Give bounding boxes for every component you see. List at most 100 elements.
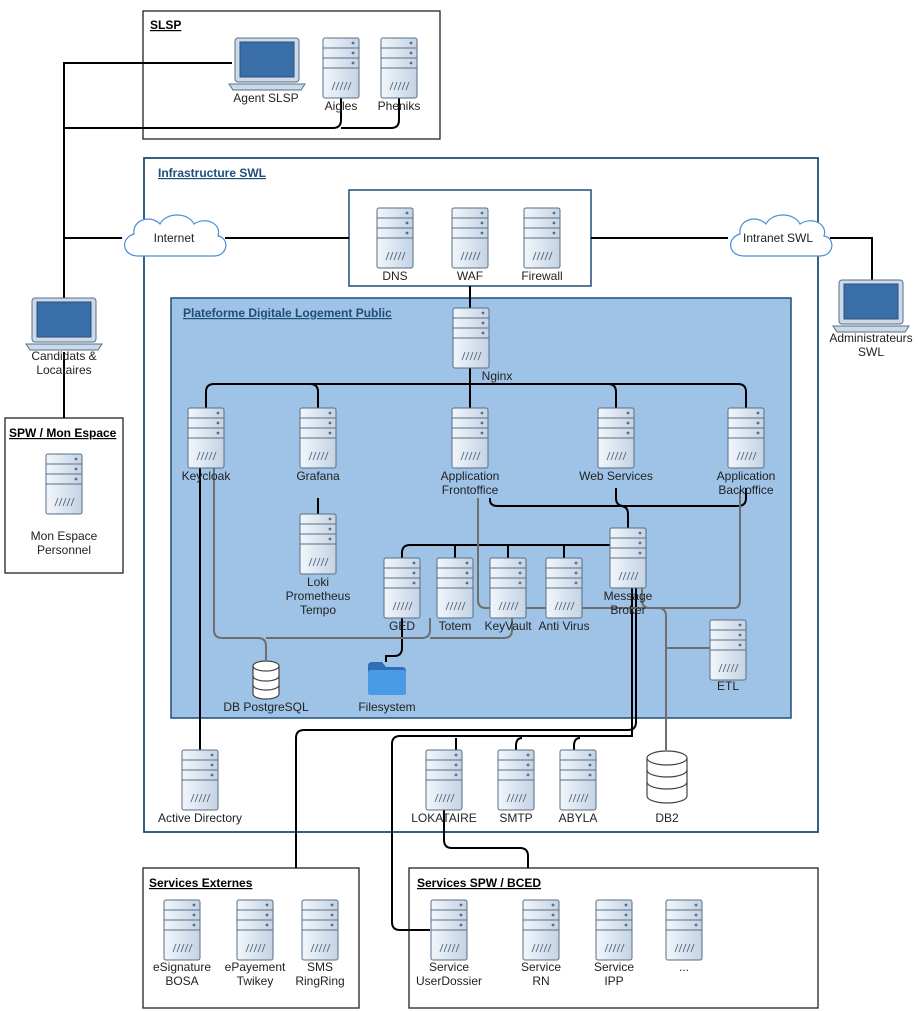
node-label: Service xyxy=(594,960,634,974)
node-nginx[interactable]: Nginx xyxy=(452,307,512,383)
node-etl[interactable]: ETL xyxy=(709,619,747,693)
server-icon xyxy=(430,899,468,961)
server-icon xyxy=(163,899,201,961)
group-title-services-externes: Services Externes xyxy=(149,876,253,890)
node-label: DB2 xyxy=(655,811,679,825)
node-other[interactable]: ... xyxy=(665,899,703,974)
server-icon xyxy=(451,407,489,469)
node-label: ... xyxy=(679,960,689,974)
server-icon xyxy=(45,453,83,515)
node-candidats-locataires[interactable]: Candidats & Locataires xyxy=(25,297,103,377)
node-label: eSignature xyxy=(153,960,211,974)
node-filesystem[interactable]: Filesystem xyxy=(358,662,416,714)
node-keyvault[interactable]: KeyVault xyxy=(484,557,532,633)
node-label: SMTP xyxy=(499,811,532,825)
node-backoffice[interactable]: Application Backoffice xyxy=(717,407,776,497)
node-label: ABYLA xyxy=(559,811,598,825)
server-icon xyxy=(665,899,703,961)
node-label-line2: IPP xyxy=(604,974,623,988)
node-label: ETL xyxy=(717,679,739,693)
group-slsp xyxy=(142,10,441,140)
node-label: Anti Virus xyxy=(538,619,589,633)
node-agent-slsp[interactable]: Agent SLSP xyxy=(228,37,306,105)
node-ged[interactable]: GED xyxy=(383,557,421,633)
node-label: Aigles xyxy=(325,99,358,113)
server-icon xyxy=(597,407,635,469)
group-title-spw-mon-espace: SPW / Mon Espace xyxy=(9,426,117,440)
node-aigles[interactable]: Aigles xyxy=(322,37,360,113)
server-icon xyxy=(436,557,474,619)
database-icon xyxy=(646,750,688,804)
node-sms[interactable]: SMS RingRing xyxy=(295,899,345,988)
connectors-gray xyxy=(213,468,741,750)
node-loki[interactable]: Loki Prometheus Tempo xyxy=(286,513,351,617)
node-label: Loki xyxy=(307,575,329,589)
laptop-icon xyxy=(832,279,910,333)
node-firewall[interactable]: Firewall xyxy=(521,207,563,283)
node-label: WAF xyxy=(457,269,483,283)
folder-icon xyxy=(368,662,406,695)
node-epayement[interactable]: ePayement Twikey xyxy=(225,899,286,988)
server-icon xyxy=(322,37,360,99)
node-message-broker[interactable]: Message Broker xyxy=(604,527,653,617)
node-dns[interactable]: DNS xyxy=(376,207,414,283)
node-label: Filesystem xyxy=(358,700,415,714)
node-label: GED xyxy=(389,619,415,633)
group-title-services-spw-bced: Services SPW / BCED xyxy=(417,876,541,890)
node-label-line2: Personnel xyxy=(37,543,91,557)
node-ipp[interactable]: Service IPP xyxy=(594,899,634,988)
node-mon-espace[interactable]: Mon Espace Personnel xyxy=(31,453,98,557)
server-icon xyxy=(425,749,463,811)
node-userdossier[interactable]: Service UserDossier xyxy=(416,899,482,988)
node-grafana[interactable]: Grafana xyxy=(296,407,340,483)
node-totem[interactable]: Totem xyxy=(436,557,474,633)
group-services-externes xyxy=(142,867,360,1009)
node-label: Agent SLSP xyxy=(233,91,298,105)
node-label-line2: Backoffice xyxy=(718,483,773,497)
node-label: DB PostgreSQL xyxy=(223,700,309,714)
server-icon xyxy=(380,37,418,99)
node-web-services[interactable]: Web Services xyxy=(579,407,653,483)
group-title-plateforme: Plateforme Digitale Logement Public xyxy=(183,306,392,320)
server-icon xyxy=(727,407,765,469)
server-icon xyxy=(452,307,490,369)
node-label: Totem xyxy=(439,619,472,633)
server-icon xyxy=(299,513,337,575)
server-icon xyxy=(523,207,561,269)
server-icon xyxy=(451,207,489,269)
node-label: Application xyxy=(717,469,776,483)
node-label: LOKATAIRE xyxy=(411,811,477,825)
node-label: ePayement xyxy=(225,960,286,974)
node-administrateurs[interactable]: Administrateurs SWL xyxy=(829,279,913,359)
server-icon xyxy=(545,557,583,619)
server-icon xyxy=(376,207,414,269)
group-services-spw-bced xyxy=(408,867,819,1009)
node-keycloak[interactable]: Keycloak xyxy=(182,407,232,483)
node-smtp[interactable]: SMTP xyxy=(497,749,535,825)
server-icon xyxy=(609,527,647,589)
connectors-black xyxy=(63,62,873,931)
node-abyla[interactable]: ABYLA xyxy=(559,749,598,825)
server-icon xyxy=(522,899,560,961)
node-label-line2: Prometheus xyxy=(286,589,351,603)
node-rn[interactable]: Service RN xyxy=(521,899,561,988)
node-db-postgresql[interactable]: DB PostgreSQL xyxy=(223,660,309,714)
node-waf[interactable]: WAF xyxy=(451,207,489,283)
server-icon xyxy=(559,749,597,811)
node-pheniks[interactable]: Pheniks xyxy=(378,37,421,113)
node-active-directory[interactable]: Active Directory xyxy=(158,749,242,825)
node-lokataire[interactable]: LOKATAIRE xyxy=(411,749,477,825)
node-label: Service xyxy=(521,960,561,974)
node-label: KeyVault xyxy=(484,619,532,633)
node-label: Service xyxy=(429,960,469,974)
node-antivirus[interactable]: Anti Virus xyxy=(538,557,590,633)
group-infrastructure xyxy=(143,157,819,833)
node-esignature[interactable]: eSignature BOSA xyxy=(153,899,211,988)
node-label-line2: Frontoffice xyxy=(442,483,499,497)
database-icon xyxy=(252,660,280,700)
node-label-line2: BOSA xyxy=(165,974,198,988)
server-icon xyxy=(181,749,219,811)
node-frontoffice[interactable]: Application Frontoffice xyxy=(441,407,500,497)
node-db2[interactable]: DB2 xyxy=(646,750,688,825)
node-label-line2: RN xyxy=(532,974,549,988)
